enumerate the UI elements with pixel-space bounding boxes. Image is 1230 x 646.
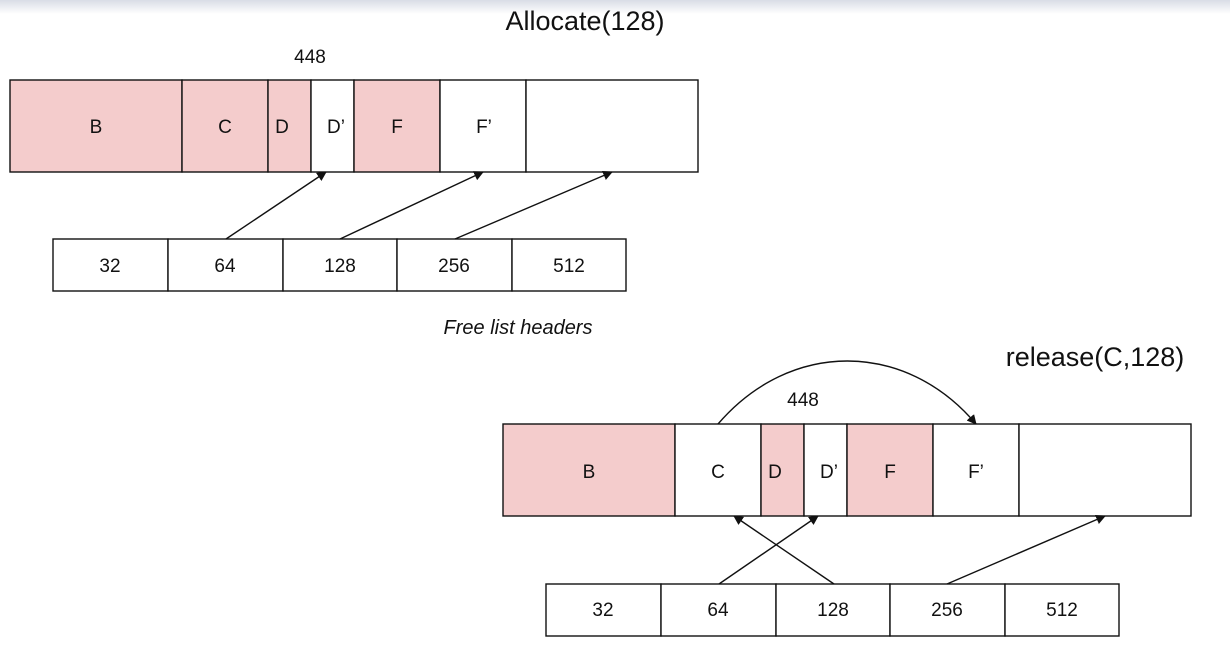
memory-block-d-label: D (275, 117, 289, 138)
free-list-headers-caption: Free list headers (444, 317, 593, 339)
release-memory-block-f-prime-label: F’ (968, 462, 984, 483)
release-memory-block-d-prime (803, 423, 848, 517)
allocate-title: Allocate(128) (505, 6, 664, 36)
header-cell-256 (396, 238, 513, 292)
allocate-free-list-headers: 32 64 128 256 512 (52, 238, 627, 292)
release-memory-block-free-tail (1018, 423, 1192, 517)
release-size-label: 448 (787, 390, 819, 411)
header-cell-64 (167, 238, 284, 292)
memory-block-f (353, 79, 441, 173)
memory-block-d-prime-label: D’ (327, 117, 345, 138)
allocate-pointer-arrows (225, 170, 613, 240)
release-memory-block-f-label: F (884, 462, 896, 483)
release-memory-block-c (674, 423, 762, 517)
release-header-cell-512 (1004, 583, 1120, 637)
release-memory-block-b-label: B (583, 462, 596, 483)
pointer-arrow-64-to-d-prime (718, 515, 819, 585)
header-label-32: 32 (99, 256, 120, 277)
release-header-label-256: 256 (931, 600, 963, 621)
memory-block-f-prime-label: F’ (476, 117, 492, 138)
header-label-512: 512 (553, 256, 585, 277)
memory-block-f-label: F (391, 117, 403, 138)
header-label-64: 64 (214, 256, 236, 277)
release-title: release(C,128) (1006, 342, 1185, 372)
top-gradient-band (0, 0, 1230, 14)
release-header-label-32: 32 (592, 600, 613, 621)
pointer-arrow-128-to-f-prime (339, 171, 484, 240)
release-memory-blocks: B C D D’ F F’ (502, 423, 1192, 517)
release-pointer-arrows (718, 514, 1106, 585)
memory-block-b-label: B (90, 117, 103, 138)
memory-block-f-prime (439, 79, 527, 173)
header-cell-32 (52, 238, 169, 292)
header-label-128: 128 (324, 256, 356, 277)
release-memory-block-c-label: C (711, 462, 725, 483)
header-cell-512 (511, 238, 627, 292)
release-header-label-64: 64 (707, 600, 729, 621)
allocate-size-label: 448 (294, 47, 326, 68)
release-memory-block-d (760, 423, 805, 517)
header-label-256: 256 (438, 256, 470, 277)
header-cell-128 (282, 238, 398, 292)
pointer-arrow-256-to-free-tail (946, 514, 1106, 585)
release-header-label-128: 128 (817, 600, 849, 621)
release-memory-block-d-label: D (768, 462, 782, 483)
release-free-list-headers: 32 64 128 256 512 (545, 583, 1120, 637)
memory-block-free-tail (525, 79, 699, 173)
memory-block-c (181, 79, 269, 173)
release-memory-block-d-prime-label: D’ (820, 462, 838, 483)
release-link-arc-c-to-f-prime (717, 360, 977, 425)
release-header-cell-32 (545, 583, 662, 637)
release-header-cell-64 (660, 583, 777, 637)
memory-block-c-label: C (218, 117, 232, 138)
pointer-arrow-256-to-free-tail (454, 170, 613, 240)
release-memory-block-b (502, 423, 676, 517)
release-header-label-512: 512 (1046, 600, 1078, 621)
allocate-memory-blocks: B C D D’ F F’ (9, 79, 699, 173)
pointer-arrow-128-to-c (733, 515, 835, 585)
pointer-arrow-64-to-d-prime (225, 171, 327, 240)
